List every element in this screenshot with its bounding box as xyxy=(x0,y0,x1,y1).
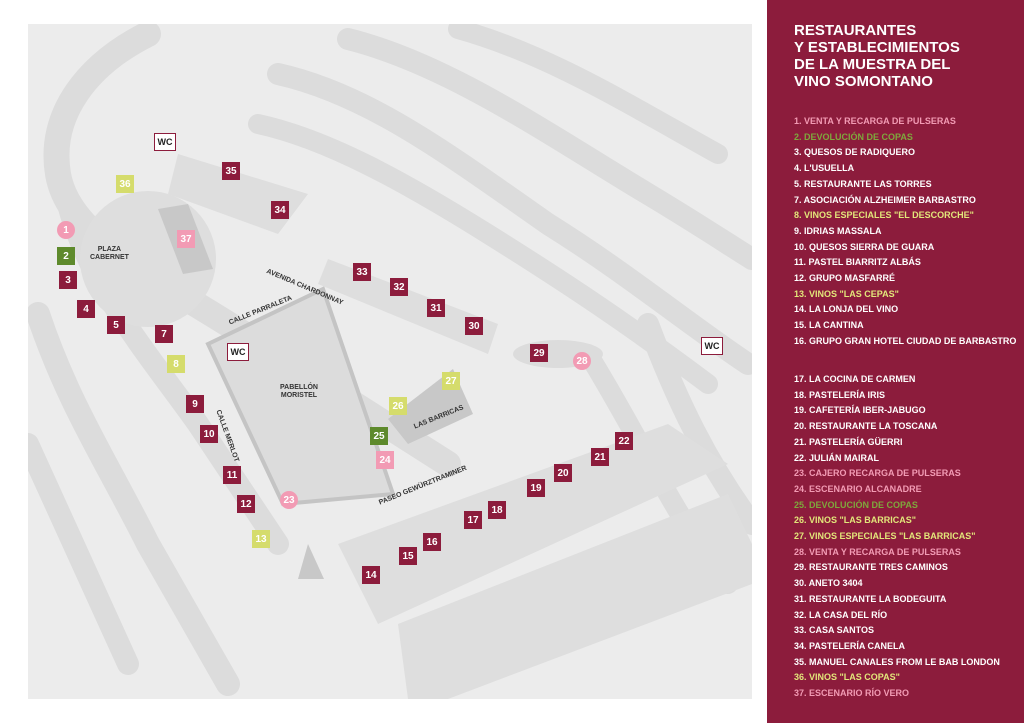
map-marker-37: 37 xyxy=(177,230,195,248)
map-marker-7: 7 xyxy=(155,325,173,343)
legend-item: 1. VENTA Y RECARGA DE PULSERAS xyxy=(794,116,956,126)
legend-item: 15. LA CANTINA xyxy=(794,320,864,331)
legend-item: 9. IDRIAS MASSALA xyxy=(794,225,882,236)
map-marker-8: 8 xyxy=(167,355,185,373)
legend-item: 23. CAJERO RECARGA DE PULSERAS xyxy=(794,468,961,479)
legend-list-first: 1. VENTA Y RECARGA DE PULSERAS 2. DEVOLUC… xyxy=(794,114,1016,350)
map-marker-28: 28 xyxy=(573,352,591,370)
map-marker-2: 2 xyxy=(57,247,75,265)
map-marker-25: 25 xyxy=(370,427,388,445)
map-marker-18: 18 xyxy=(488,501,506,519)
legend-item: 28. VENTA Y RECARGA DE PULSERAS xyxy=(794,546,961,557)
map-marker-9: 9 xyxy=(186,395,204,413)
legend-item: 35. MANUEL CANALES FROM LE BAB LONDON xyxy=(794,656,1000,667)
map-marker-26: 26 xyxy=(389,397,407,415)
legend-item: 36. VINOS "LAS COPAS" xyxy=(794,672,900,683)
legend-item: 7. ASOCIACIÓN ALZHEIMER BARBASTRO xyxy=(794,194,976,205)
legend-item: 34. PASTELERÍA CANELA xyxy=(794,640,906,651)
legend-item: 25. DEVOLUCIÓN DE COPAS xyxy=(794,499,918,510)
map-marker-32: 32 xyxy=(390,278,408,296)
map-background xyxy=(28,24,752,699)
map-marker-27: 27 xyxy=(442,372,460,390)
map-marker-31: 31 xyxy=(427,299,445,317)
legend-item: 11. PASTEL BIARRITZ ALBÁS xyxy=(794,257,921,268)
map-marker-11: 11 xyxy=(223,466,241,484)
map-marker-20: 20 xyxy=(554,464,572,482)
legend-item: 18. PASTELERÍA IRIS xyxy=(794,389,886,400)
legend-item: 22. JULIÁN MAIRAL xyxy=(794,452,880,463)
map-marker-4: 4 xyxy=(77,300,95,318)
legend-item: 30. ANETO 3404 xyxy=(794,578,863,589)
map-marker-3: 3 xyxy=(59,271,77,289)
legend-item: 2. DEVOLUCIÓN DE COPAS xyxy=(794,131,913,142)
map-marker-36: 36 xyxy=(116,175,134,193)
legend-item: 5. RESTAURANTE LAS TORRES xyxy=(794,178,932,189)
map-marker-13: 13 xyxy=(252,530,270,548)
map-marker-10: 10 xyxy=(200,425,218,443)
wc-marker: WC xyxy=(154,133,176,151)
legend-item: 31. RESTAURANTE LA BODEGUITA xyxy=(794,593,947,604)
legend-item: 10. QUESOS SIERRA DE GUARA xyxy=(794,241,935,252)
map-marker-30: 30 xyxy=(465,317,483,335)
legend-item: 14. LA LONJA DEL VINO xyxy=(794,304,899,315)
legend-item: 29. RESTAURANTE TRES CAMINOS xyxy=(794,562,948,573)
map-marker-17: 17 xyxy=(464,511,482,529)
legend-item: 20. RESTAURANTE LA TOSCANA xyxy=(794,421,938,432)
legend-list-second: 17. LA COCINA DE CARMEN 18. PASTELERÍA IR… xyxy=(794,372,1000,702)
map-marker-24: 24 xyxy=(376,451,394,469)
legend-item: 26. VINOS "LAS BARRICAS" xyxy=(794,515,917,526)
legend-title-line: VINO SOMONTANO xyxy=(794,73,933,90)
legend-item: 3. QUESOS DE RADIQUERO xyxy=(794,147,916,158)
map-marker-12: 12 xyxy=(237,495,255,513)
legend-item: 33. CASA SANTOS xyxy=(794,625,875,636)
legend-item: 37. ESCENARIO RÍO VERO xyxy=(794,688,910,699)
legend-title: RESTAURANTES Y ESTABLECIMIENTOS DE LA MU… xyxy=(794,22,1014,90)
wc-marker: WC xyxy=(701,337,723,355)
legend-item: 8. VINOS ESPECIALES "EL DESCORCHE" xyxy=(794,210,974,221)
map-marker-14: 14 xyxy=(362,566,380,584)
legend-title-line: RESTAURANTES xyxy=(794,22,917,39)
legend-item: 19. CAFETERÍA IBER-JABUGO xyxy=(794,405,926,416)
legend-item: 4. L'USUELLA xyxy=(794,163,855,174)
legend-item: 13. VINOS "LAS CEPAS" xyxy=(794,288,899,299)
map-marker-35: 35 xyxy=(222,162,240,180)
legend-item: 21. PASTELERÍA GÜERRI xyxy=(794,436,903,447)
legend-item: 24. ESCENARIO ALCANADRE xyxy=(794,483,922,494)
legend-item: 12. GRUPO MASFARRÉ xyxy=(794,273,896,284)
map-marker-22: 22 xyxy=(615,432,633,450)
map-marker-21: 21 xyxy=(591,448,609,466)
wc-marker: WC xyxy=(227,343,249,361)
map-marker-15: 15 xyxy=(399,547,417,565)
map-marker-29: 29 xyxy=(530,344,548,362)
legend-panel: RESTAURANTES Y ESTABLECIMIENTOS DE LA MU… xyxy=(767,0,1024,723)
legend-item: 16. GRUPO GRAN HOTEL CIUDAD DE BARBASTRO xyxy=(794,335,1017,346)
legend-title-line: Y ESTABLECIMIENTOS xyxy=(794,39,960,56)
map-marker-34: 34 xyxy=(271,201,289,219)
legend-item: 27. VINOS ESPECIALES "LAS BARRICAS" xyxy=(794,531,976,542)
map-marker-19: 19 xyxy=(527,479,545,497)
map-marker-33: 33 xyxy=(353,263,371,281)
map-marker-16: 16 xyxy=(423,533,441,551)
map-marker-5: 5 xyxy=(107,316,125,334)
legend-title-line: DE LA MUESTRA DEL xyxy=(794,56,951,73)
map-marker-23: 23 xyxy=(280,491,298,509)
legend-item: 32. LA CASA DEL RÍO xyxy=(794,609,888,620)
legend-item: 17. LA COCINA DE CARMEN xyxy=(794,374,916,384)
map-marker-1: 1 xyxy=(57,221,75,239)
